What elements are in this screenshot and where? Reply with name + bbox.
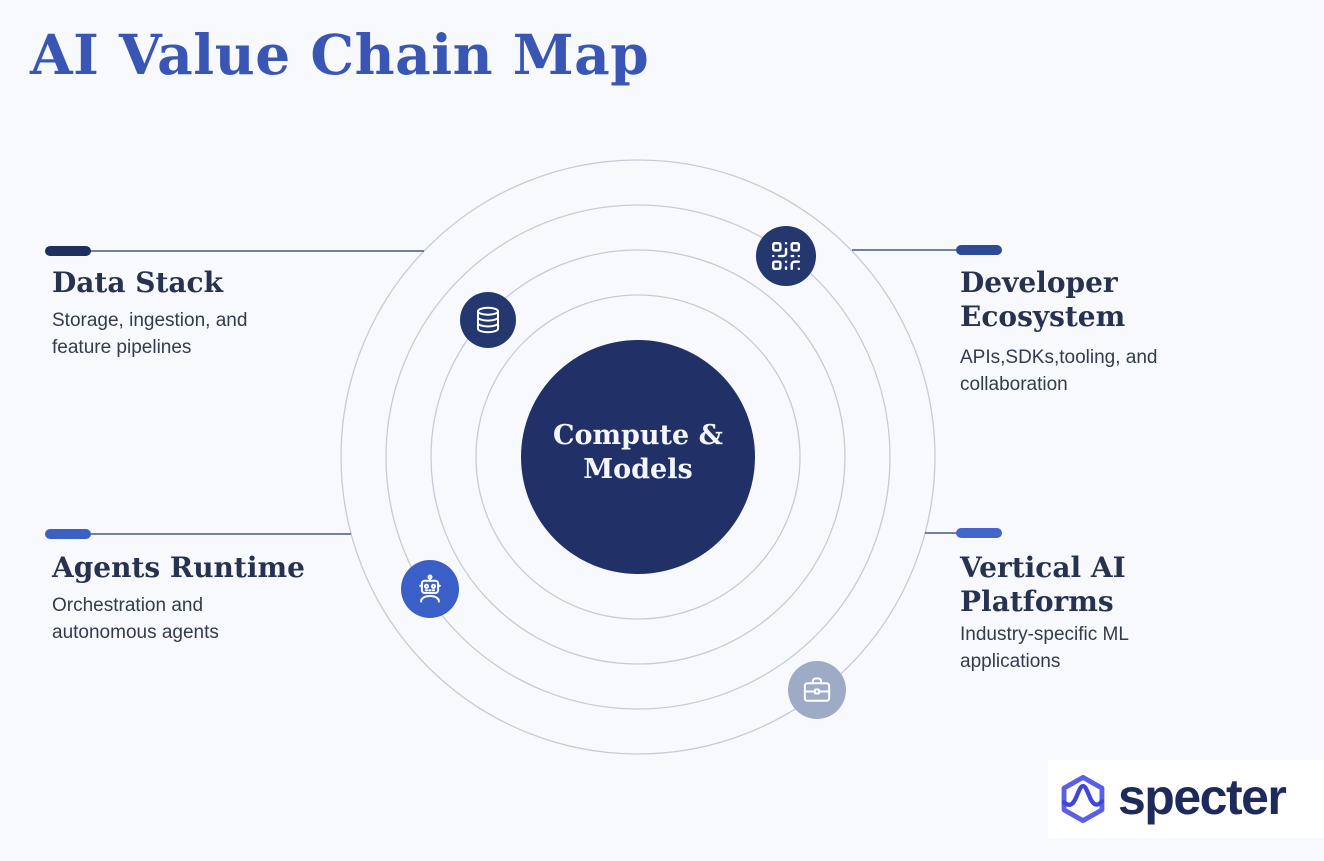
dash-vertical (956, 528, 1002, 538)
orbit-ring-inner (475, 294, 801, 620)
dash-agents (45, 529, 91, 539)
callout-agents-runtime-description: Orchestration and autonomous agents (52, 595, 219, 643)
specter-logo-text: specter (1118, 769, 1287, 825)
dash-data-stack (45, 246, 91, 256)
specter-hexagon-icon (1061, 774, 1105, 824)
callout-data-stack: Data Stack Storage, ingestion, and featu… (52, 266, 302, 361)
database-icon (477, 306, 499, 334)
dash-developer (956, 245, 1002, 255)
developer-ecosystem-node (756, 226, 816, 286)
callout-developer-ecosystem-description: APIs,SDKs,tooling, and collaboration (960, 347, 1158, 395)
briefcase-icon (803, 677, 831, 702)
data-stack-node (460, 292, 516, 348)
callout-vertical-ai-platforms: Vertical AI Platforms Industry-specific … (960, 551, 1185, 675)
callout-agents-runtime-title: Agents Runtime (52, 551, 305, 584)
specter-logo: specter (1048, 760, 1324, 838)
agents-node-circle (401, 560, 459, 618)
orbit-ring-3 (385, 204, 891, 710)
robot-icon (419, 574, 441, 603)
qr-code-icon (772, 242, 801, 271)
orbit-rings (340, 159, 936, 755)
callout-vertical-ai-platforms-description: Industry-specific ML applications (960, 624, 1129, 672)
callout-vertical-ai-platforms-title: Vertical AI Platforms (960, 551, 1126, 618)
vertical-ai-node (788, 661, 846, 719)
callout-developer-ecosystem-title: Developer Ecosystem (960, 266, 1126, 333)
agents-runtime-node (401, 560, 459, 618)
connector-lines (90, 249, 958, 535)
callout-agents-runtime: Agents Runtime Orchestration and autonom… (52, 551, 305, 646)
callout-developer-ecosystem: Developer Ecosystem APIs,SDKs,tooling, a… (960, 266, 1200, 398)
center-label: Compute & Models (552, 420, 723, 485)
page-title: AI Value Chain Map (30, 22, 650, 87)
orbit-ring-outer (340, 159, 936, 755)
orbit-ring-2 (430, 249, 846, 665)
center-circle (521, 340, 755, 574)
callout-data-stack-title: Data Stack (52, 266, 223, 299)
callout-data-stack-description: Storage, ingestion, and feature pipeline… (52, 310, 248, 358)
